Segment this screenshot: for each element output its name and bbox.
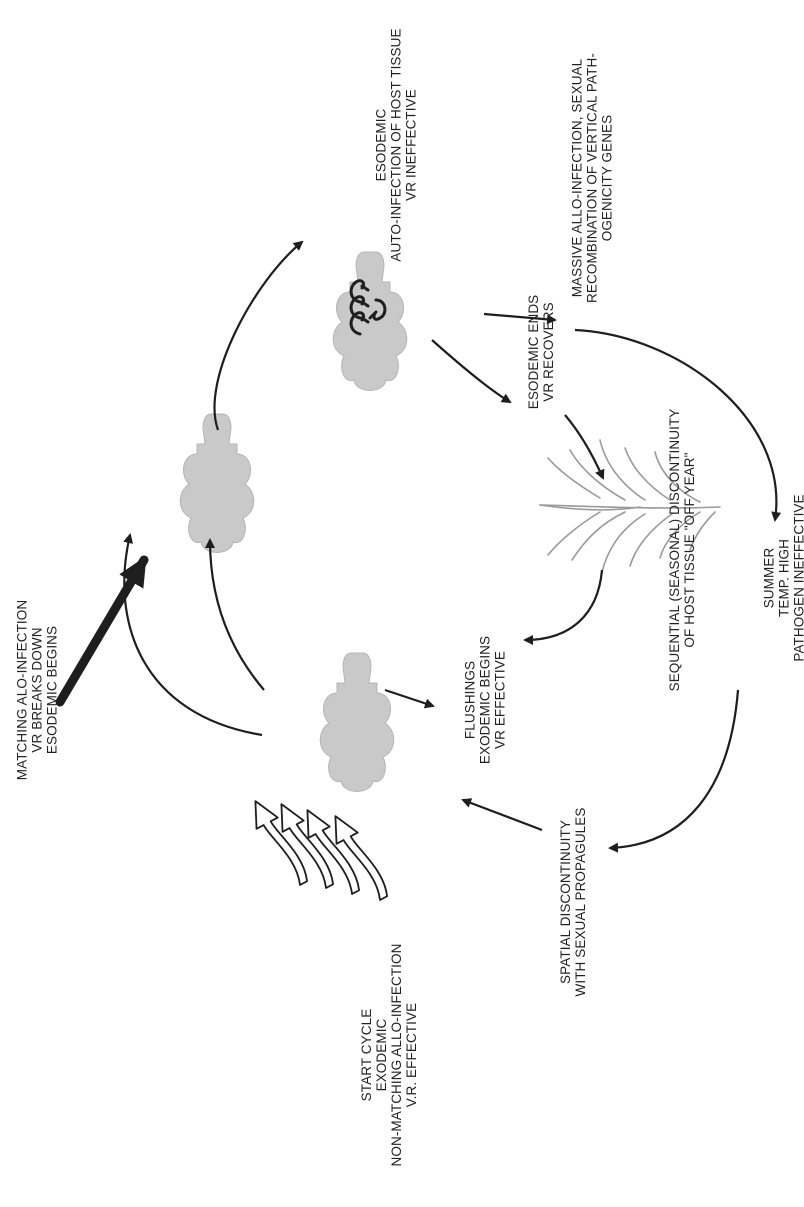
arrow-summer-to-spatial <box>608 689 740 853</box>
curl-arrows-icon <box>349 279 387 336</box>
host-middle <box>179 413 255 553</box>
arrow-esodemic-ends-to-shoot <box>564 414 605 480</box>
arrow-shoot-to-flushings <box>523 569 604 645</box>
arrow-middle-to-top <box>213 240 304 431</box>
allo-infection-arrows-icon <box>243 794 392 907</box>
branching-shoot-icon <box>539 439 721 573</box>
arrow-bottom-to-middle-2 <box>205 538 265 691</box>
arrow-matching-to-middle-host <box>55 555 149 707</box>
arrow-spatial-to-bottom-host <box>461 798 543 832</box>
arrow-massive-to-summer <box>574 328 782 522</box>
arrow-top-to-esodemic-ends <box>431 339 512 404</box>
arrow-top-to-massive <box>483 312 557 325</box>
arrow-flushings-to-bottom-host <box>384 688 435 709</box>
host-bottom <box>319 652 395 792</box>
host-top <box>332 251 408 391</box>
